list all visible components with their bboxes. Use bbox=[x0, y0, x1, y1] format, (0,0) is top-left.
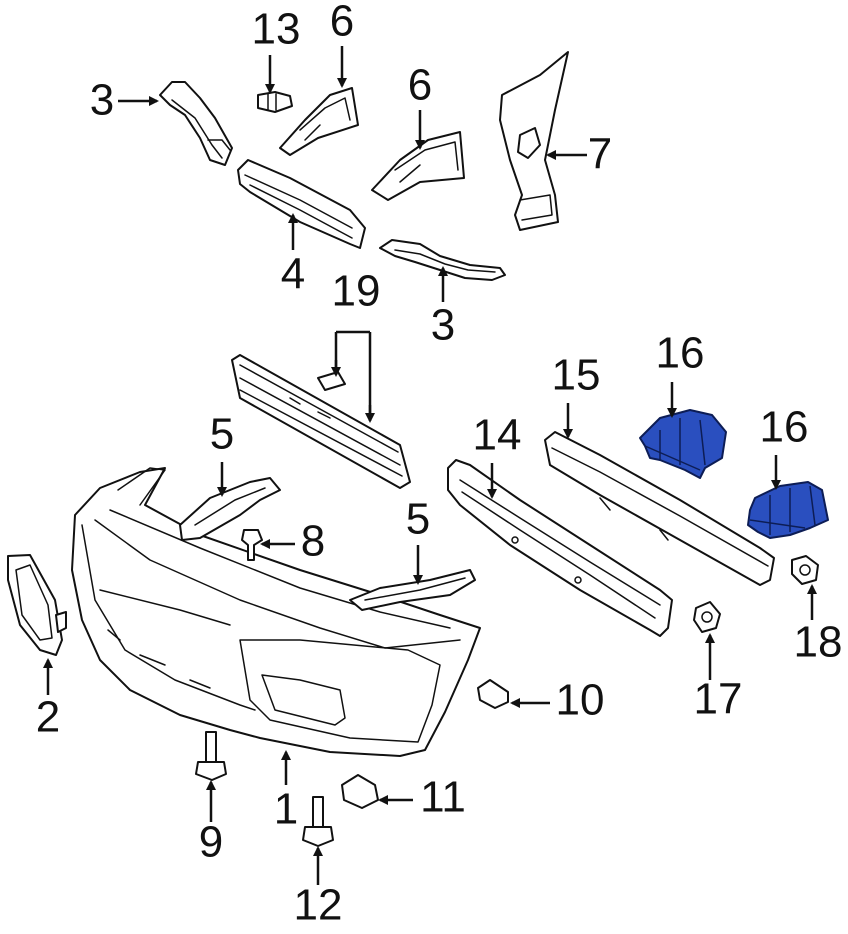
part-bolt-9 bbox=[195, 731, 227, 781]
leader-19-bracket bbox=[334, 330, 372, 418]
callout-9: 9 bbox=[199, 818, 223, 867]
callout-10: 10 bbox=[556, 676, 605, 725]
part-support-right bbox=[371, 131, 465, 201]
part-energy-absorber bbox=[544, 431, 775, 586]
callout-2: 2 bbox=[36, 693, 60, 742]
callout-16-lower: 16 bbox=[760, 403, 809, 452]
part-push-clip bbox=[241, 529, 263, 561]
part-reinforcement-lower bbox=[747, 481, 829, 539]
callout-labels: 1 2 3 3 4 5 5 6 6 7 8 9 10 11 12 13 14 1… bbox=[36, 0, 843, 930]
part-fog-bezel bbox=[7, 554, 67, 656]
callout-4: 4 bbox=[281, 250, 305, 299]
callout-12: 12 bbox=[294, 881, 343, 930]
callout-11: 11 bbox=[420, 773, 466, 822]
part-nut-18 bbox=[791, 555, 819, 585]
callout-14: 14 bbox=[473, 411, 522, 460]
part-impact-bar bbox=[447, 459, 673, 637]
part-clip-10 bbox=[477, 679, 509, 709]
callout-5-lower: 5 bbox=[406, 495, 430, 544]
part-grille bbox=[231, 354, 411, 489]
part-side-bracket-upper bbox=[179, 477, 281, 541]
callout-6-right: 6 bbox=[408, 61, 432, 110]
part-nut-17 bbox=[693, 601, 721, 633]
part-side-bracket-lower bbox=[349, 569, 476, 611]
callout-5-upper: 5 bbox=[210, 410, 234, 459]
callout-15: 15 bbox=[552, 351, 601, 400]
part-reinforcement-upper bbox=[639, 409, 727, 479]
callout-7: 7 bbox=[588, 130, 612, 179]
part-bumper-cover bbox=[71, 467, 481, 757]
callout-3-lower: 3 bbox=[431, 301, 455, 350]
part-upper-tie-bar bbox=[237, 159, 366, 249]
part-bolt-12 bbox=[302, 796, 334, 847]
part-bracket-upper bbox=[159, 81, 233, 166]
part-sensor-11 bbox=[341, 774, 379, 809]
callout-13: 13 bbox=[252, 5, 301, 54]
callout-1: 1 bbox=[274, 785, 298, 834]
callout-19: 19 bbox=[332, 267, 381, 316]
callout-16-upper: 16 bbox=[656, 329, 705, 378]
callout-17: 17 bbox=[694, 675, 743, 724]
callout-8: 8 bbox=[301, 517, 325, 566]
part-side-panel bbox=[499, 51, 569, 231]
leader-lines bbox=[43, 46, 817, 885]
part-clip-13 bbox=[257, 91, 293, 113]
callout-6-left: 6 bbox=[330, 0, 354, 46]
callout-3-upper: 3 bbox=[90, 76, 114, 125]
callout-18: 18 bbox=[794, 618, 843, 667]
part-bracket-lower bbox=[379, 239, 506, 281]
part-support-left bbox=[279, 87, 359, 156]
